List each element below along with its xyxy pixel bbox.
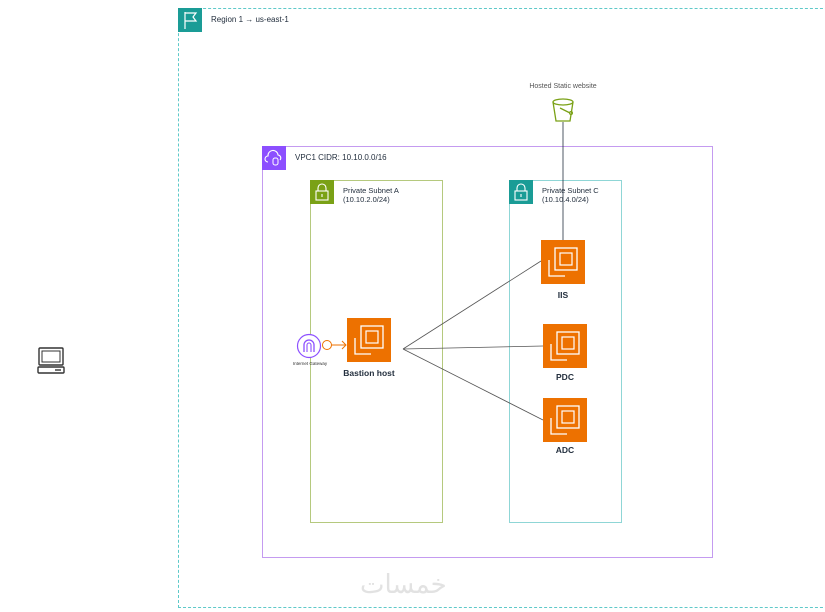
vpc-cloud-icon xyxy=(262,146,286,170)
adc-label: ADC xyxy=(555,445,575,455)
subnet-c-cidr: (10.10.4.0/24) xyxy=(542,195,589,204)
vpc-group xyxy=(262,146,713,558)
subnet-a-name: Private Subnet A xyxy=(343,186,399,195)
subnet-a-cidr: (10.10.2.0/24) xyxy=(343,195,390,204)
arrow-head xyxy=(341,340,347,350)
lock-icon xyxy=(509,180,533,204)
region-group xyxy=(178,8,825,608)
internet-gateway-icon[interactable] xyxy=(296,333,322,364)
ec2-instance-icon xyxy=(354,325,384,355)
subnet-a-label: Private Subnet A (10.10.2.0/24) xyxy=(343,186,399,204)
edge-bastion-adc xyxy=(402,348,544,421)
laptop-icon[interactable] xyxy=(36,346,66,381)
subnet-c-name: Private Subnet C xyxy=(542,186,599,195)
iis-label: IIS xyxy=(557,290,569,300)
s3-bucket-icon[interactable] xyxy=(549,97,577,130)
bastion-ec2-node[interactable] xyxy=(347,318,391,362)
ec2-instance-icon xyxy=(550,331,580,361)
ec2-instance-icon xyxy=(548,247,578,277)
ec2-instance-icon xyxy=(550,405,580,435)
bastion-label: Bastion host xyxy=(343,368,395,378)
iis-ec2-node[interactable] xyxy=(541,240,585,284)
flag-icon xyxy=(178,8,202,32)
igw-label: Internet Gateway xyxy=(292,361,328,366)
subnet-c-label: Private Subnet C (10.10.4.0/24) xyxy=(542,186,599,204)
lock-icon xyxy=(310,180,334,204)
subnet-c-group xyxy=(509,180,622,523)
watermark: خمسات xyxy=(360,570,447,600)
region-label: Region 1 → us-east-1 xyxy=(211,15,289,24)
edge-bastion-iis xyxy=(402,260,542,350)
s3-label: Hosted Static website xyxy=(529,83,597,90)
pdc-label: PDC xyxy=(556,372,574,382)
igw-port xyxy=(322,340,332,350)
edge-bastion-pdc xyxy=(402,345,544,350)
pdc-ec2-node[interactable] xyxy=(543,324,587,368)
adc-ec2-node[interactable] xyxy=(543,398,587,442)
vpc-label: VPC1 CIDR: 10.10.0.0/16 xyxy=(295,153,387,162)
